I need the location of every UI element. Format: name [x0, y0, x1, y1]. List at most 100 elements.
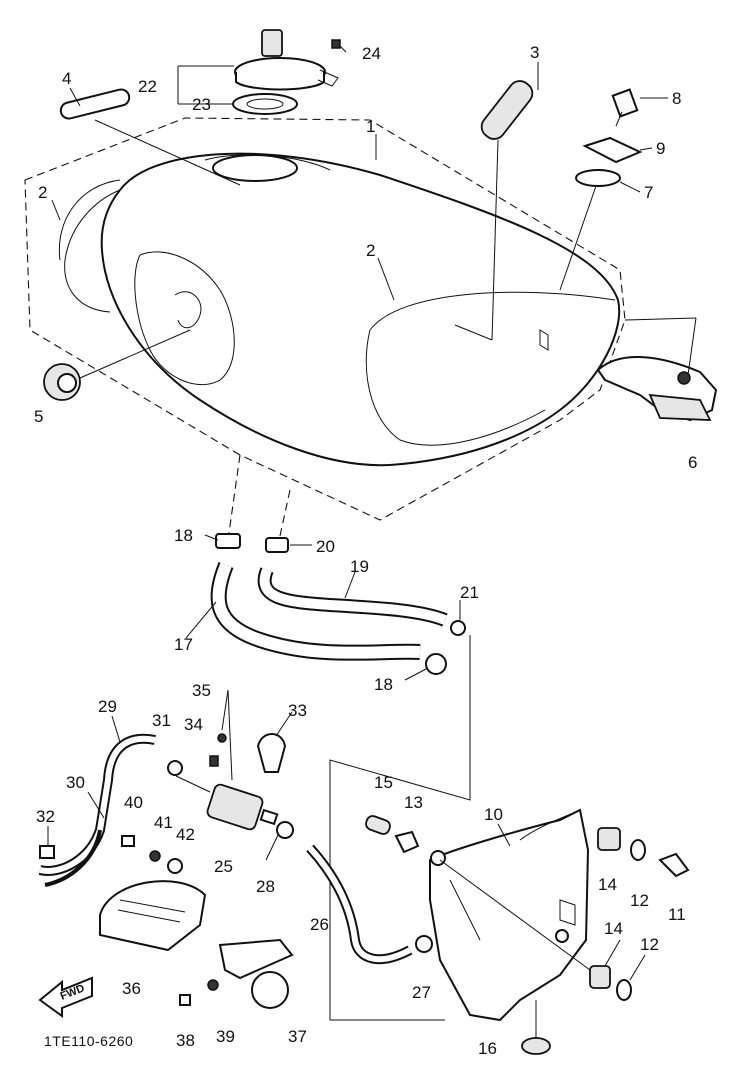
nut-35 — [217, 733, 227, 743]
fwd-arrow-icon — [38, 976, 93, 1018]
assembly-leader-1 — [227, 454, 241, 541]
assembly-line-lower — [329, 635, 471, 1021]
callout-29: 29 — [98, 697, 117, 716]
clamp-32 — [39, 845, 55, 859]
leader-4b — [69, 87, 81, 107]
leader-9 — [639, 147, 653, 151]
leader-29 — [111, 715, 121, 743]
callout-14a: 14 — [598, 875, 617, 894]
diagram-code: 1TE110-6260 — [44, 1033, 133, 1049]
clip-18a — [215, 533, 241, 549]
damper-14b — [589, 965, 611, 989]
clip-28 — [276, 821, 294, 839]
bolt-11 — [658, 852, 690, 878]
bolt-8 — [611, 88, 639, 118]
bolt-40 — [121, 835, 135, 847]
callout-19: 19 — [350, 557, 369, 576]
callout-31: 31 — [152, 711, 171, 730]
bracket-6 — [596, 356, 718, 422]
bolt-8-shank — [615, 111, 623, 127]
hose-17 — [212, 562, 421, 659]
callout-1: 1 — [366, 117, 375, 136]
grommet-15 — [365, 815, 391, 835]
tank-emblem — [480, 80, 534, 140]
hose-29 — [39, 735, 156, 874]
callout-41: 41 — [154, 813, 173, 832]
callout-10: 10 — [484, 805, 503, 824]
callout-20: 20 — [316, 537, 335, 556]
leader-3 — [491, 139, 499, 341]
leader-35a — [227, 689, 233, 781]
callout-16: 16 — [478, 1039, 497, 1058]
callout-12b: 12 — [640, 935, 659, 954]
damper-14a — [597, 827, 621, 851]
callout-24: 24 — [362, 44, 381, 63]
callout-9: 9 — [656, 139, 665, 158]
leader-33 — [275, 711, 293, 737]
nut-41 — [149, 850, 161, 862]
collar-13 — [394, 830, 420, 854]
washer-12b — [616, 979, 632, 1001]
callout-38: 38 — [176, 1031, 195, 1050]
seal-left — [58, 179, 121, 261]
callout-42: 42 — [176, 825, 195, 844]
callout-25: 25 — [214, 857, 233, 876]
leader-10 — [497, 823, 511, 847]
callout-39: 39 — [216, 1027, 235, 1046]
leader-18b — [404, 667, 429, 681]
callout-2a: 2 — [38, 183, 47, 202]
fuel-cap — [234, 29, 339, 91]
callout-37: 37 — [288, 1027, 307, 1046]
callout-6: 6 — [688, 453, 697, 472]
leader-6 — [624, 317, 697, 321]
callout-4: 4 — [62, 69, 71, 88]
nut-39 — [207, 979, 219, 991]
leader-10-mount — [439, 859, 591, 971]
clip-18b — [425, 653, 447, 675]
leader-24 — [339, 45, 347, 53]
clip-20 — [265, 537, 289, 553]
callout-40: 40 — [124, 793, 143, 812]
callout-3: 3 — [530, 43, 539, 62]
callout-14b: 14 — [604, 919, 623, 938]
washer-7 — [575, 169, 621, 187]
screw-34 — [209, 755, 219, 767]
assembly-leader-2 — [277, 489, 291, 546]
callout-26: 26 — [310, 915, 329, 934]
hose-26 — [307, 845, 412, 962]
leader-5 — [79, 329, 191, 379]
clip-31 — [167, 760, 183, 776]
callout-18a: 18 — [174, 526, 193, 545]
leader-35b — [221, 689, 229, 731]
sub-tank — [429, 808, 590, 1022]
callout-30: 30 — [66, 773, 85, 792]
washer-12a — [630, 839, 646, 861]
hose-19 — [259, 568, 447, 625]
fuel-tank — [64, 152, 621, 467]
bolt-38 — [179, 994, 191, 1006]
callout-35: 35 — [192, 681, 211, 700]
cap-screw — [331, 39, 341, 49]
fuel-filter — [175, 775, 279, 831]
clip-27 — [415, 935, 433, 953]
clip-21 — [450, 620, 466, 636]
callout-2b: 2 — [366, 241, 375, 260]
callout-11: 11 — [668, 905, 686, 924]
hose-30 — [44, 829, 102, 887]
callout-36: 36 — [122, 979, 141, 998]
callout-7: 7 — [644, 183, 653, 202]
pump-bracket-37 — [218, 938, 294, 1009]
cover-36 — [99, 880, 207, 952]
callout-8: 8 — [672, 89, 681, 108]
callout-34: 34 — [184, 715, 203, 734]
callout-23: 23 — [192, 95, 211, 114]
callout-33: 33 — [288, 701, 307, 720]
leader-7 — [559, 185, 597, 291]
callout-27: 27 — [412, 983, 431, 1002]
leader-19 — [344, 571, 356, 599]
callout-12a: 12 — [630, 891, 649, 910]
callout-28: 28 — [256, 877, 275, 896]
callout-13: 13 — [404, 793, 423, 812]
